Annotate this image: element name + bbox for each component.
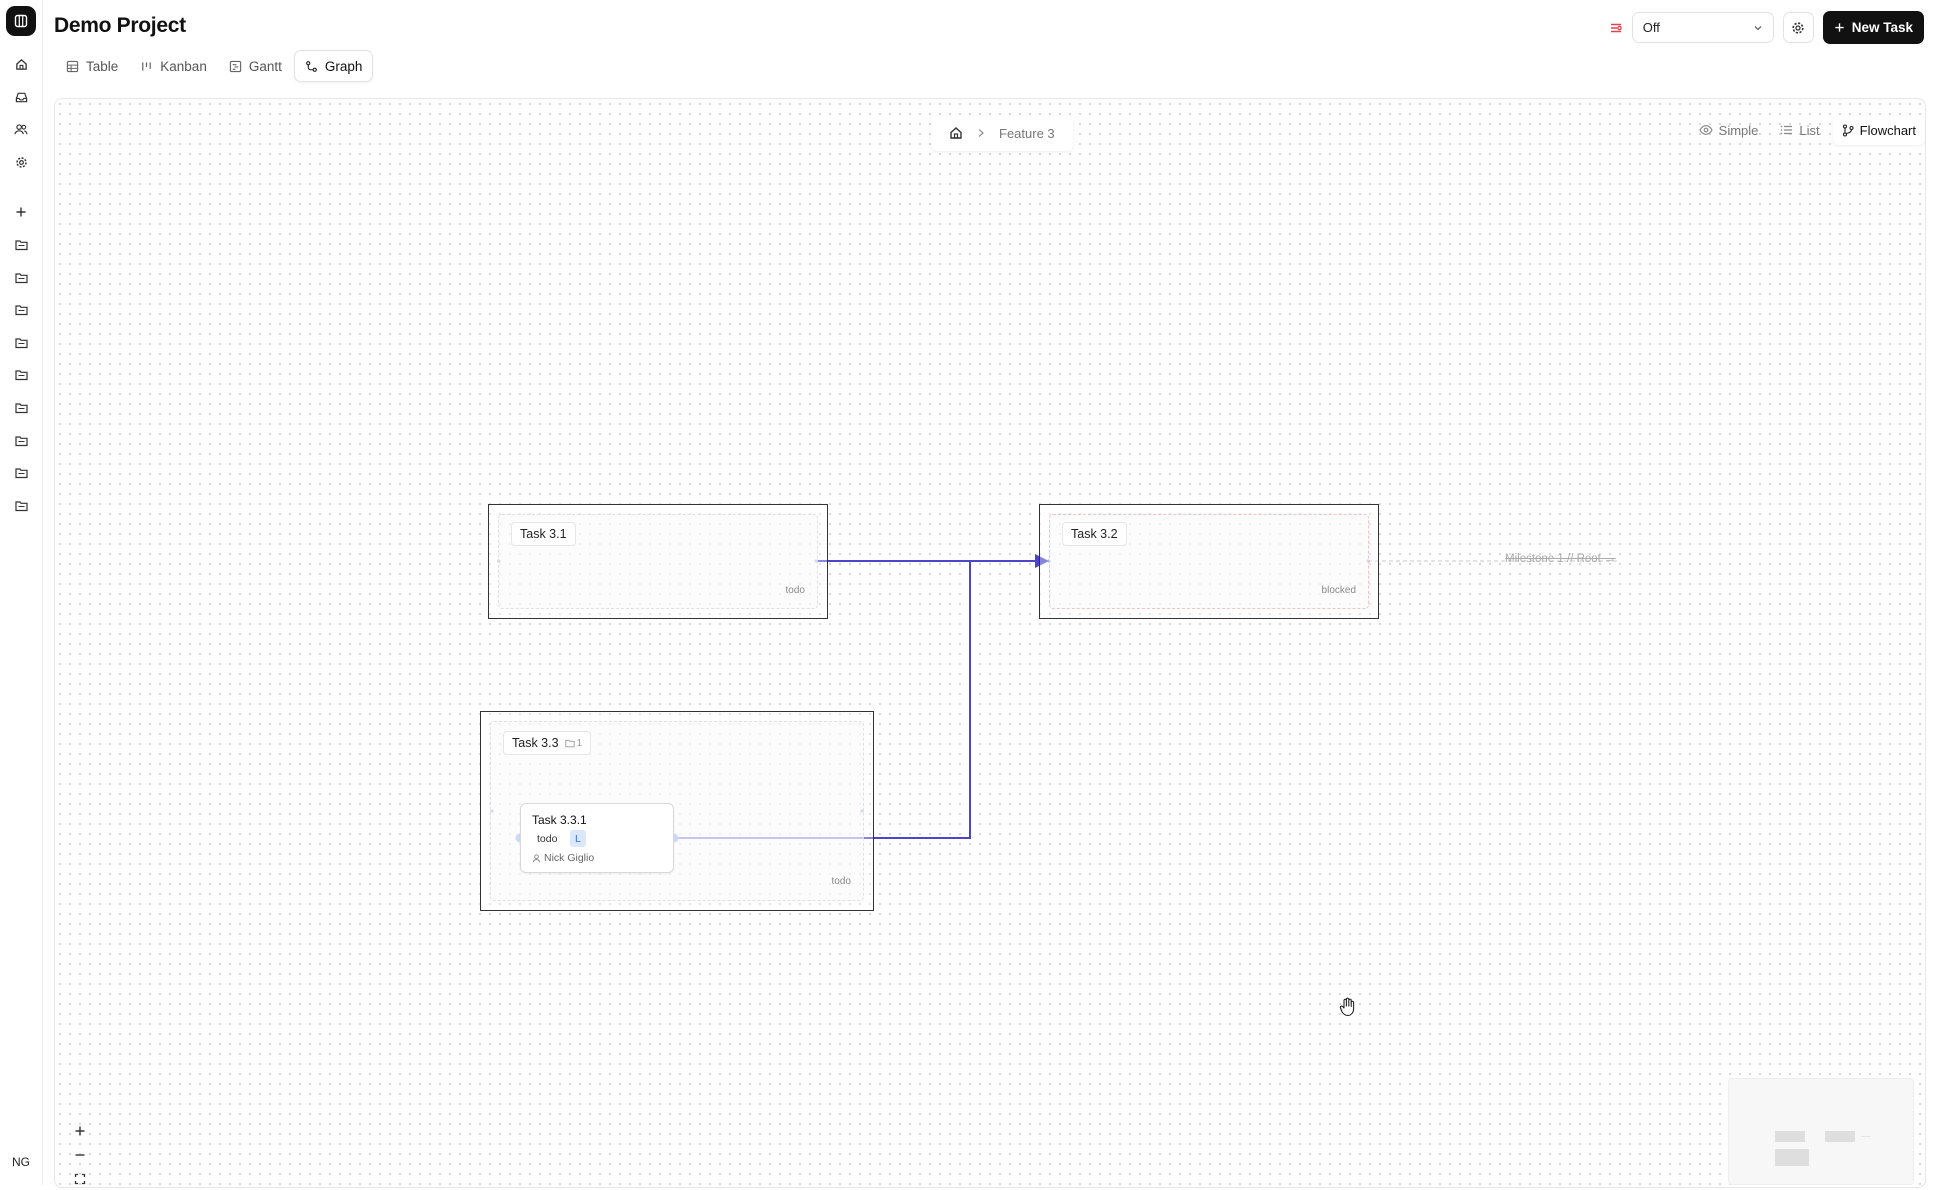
- task-group-title-text: Task 3.3: [512, 736, 559, 750]
- mode-label: Simple: [1718, 122, 1759, 138]
- project-folder-icon[interactable]: [13, 433, 29, 449]
- status-chip: todo: [537, 832, 558, 845]
- breadcrumb-current[interactable]: Feature 3: [999, 125, 1055, 141]
- task-card[interactable]: Task 3.3.1 todo L Nick Giglio: [520, 803, 674, 873]
- tab-label: Table: [86, 58, 119, 74]
- size-chip: L: [570, 830, 586, 847]
- task-group-title[interactable]: Task 3.3 1: [503, 731, 592, 755]
- home-icon[interactable]: [13, 56, 29, 72]
- status-badge: todo: [785, 585, 805, 596]
- page-title: Demo Project: [54, 14, 186, 37]
- tab-kanban[interactable]: Kanban: [130, 50, 217, 82]
- project-folder-icon[interactable]: [13, 367, 29, 383]
- task-group[interactable]: Task 3.1 todo: [488, 504, 828, 619]
- task-group-title-text: Task 3.2: [1071, 527, 1118, 541]
- plus-icon: [1835, 23, 1844, 32]
- app-logo-icon[interactable]: [6, 6, 36, 36]
- minus-icon: [75, 1154, 85, 1156]
- inbox-icon[interactable]: [13, 89, 29, 105]
- zoom-out-button[interactable]: [68, 1144, 92, 1166]
- mode-flowchart[interactable]: Flowchart: [1832, 115, 1925, 145]
- fullscreen-icon: [74, 1173, 86, 1185]
- graph-edges: [490, 554, 1618, 843]
- subtask-count: 1: [564, 738, 582, 749]
- settings-button[interactable]: [1782, 12, 1814, 43]
- plus-icon: [75, 1126, 85, 1136]
- hand-cursor-icon: [1339, 997, 1355, 1017]
- filter-toggle-icon: [1610, 23, 1622, 32]
- arrow-right-icon: →: [1604, 553, 1616, 565]
- new-task-label: New Task: [1851, 20, 1913, 35]
- minimap-node: [1775, 1149, 1809, 1166]
- tab-graph[interactable]: Graph: [293, 50, 374, 82]
- kanban-icon: [142, 61, 152, 71]
- table-icon: [66, 60, 79, 72]
- project-folder-icon[interactable]: [13, 498, 29, 514]
- project-folder-icon[interactable]: [13, 237, 29, 253]
- filter-select-value: Off: [1642, 20, 1660, 35]
- folder-icon: [564, 739, 575, 747]
- tab-label: Graph: [324, 58, 363, 74]
- task-group-title[interactable]: Task 3.1: [511, 522, 576, 546]
- user-avatar[interactable]: NG: [12, 1155, 30, 1169]
- tab-label: Kanban: [160, 58, 207, 74]
- fit-view-button[interactable]: [68, 1168, 92, 1190]
- task-group-title[interactable]: Task 3.2: [1062, 522, 1127, 546]
- minimap-node: [1775, 1131, 1805, 1142]
- gantt-icon: [229, 60, 241, 72]
- left-sidebar: NG: [0, 0, 43, 1185]
- graph-canvas[interactable]: Feature 3 Simple List Flowchart: [54, 98, 1926, 1188]
- project-folder-icon[interactable]: [13, 335, 29, 351]
- breadcrumb: Feature 3: [931, 115, 1073, 151]
- new-task-button[interactable]: New Task: [1822, 11, 1924, 44]
- project-folder-icon[interactable]: [13, 465, 29, 481]
- tab-label: Gantt: [248, 58, 282, 74]
- list-icon: [1781, 125, 1793, 135]
- milestone-link[interactable]: Milestone 1 // Root →: [1505, 553, 1616, 565]
- view-tabs: Table Kanban Gantt Graph: [56, 50, 374, 82]
- tab-table[interactable]: Table: [56, 50, 128, 82]
- home-icon[interactable]: [949, 126, 963, 140]
- settings-icon[interactable]: [13, 154, 29, 170]
- mode-label: Flowchart: [1859, 122, 1916, 138]
- user-icon: [532, 853, 541, 862]
- task-card-title: Task 3.3.1: [532, 813, 587, 827]
- header-actions: Off New Task: [1609, 11, 1924, 44]
- minimap[interactable]: [1728, 1078, 1914, 1185]
- eye-icon: [1698, 125, 1713, 135]
- view-mode-switcher: Simple List Flowchart: [1690, 115, 1925, 145]
- users-icon[interactable]: [13, 121, 29, 137]
- minimap-edge: [1861, 1136, 1871, 1137]
- task-group[interactable]: Task 3.2 blocked: [1039, 504, 1379, 619]
- mode-label: List: [1799, 122, 1820, 138]
- assignee: Nick Giglio: [532, 852, 594, 864]
- project-folder-icon[interactable]: [13, 302, 29, 318]
- chevron-down-icon: [1754, 25, 1762, 30]
- project-folder-icon[interactable]: [13, 400, 29, 416]
- assignee-name: Nick Giglio: [544, 852, 595, 864]
- task-group-title-text: Task 3.1: [520, 527, 567, 541]
- zoom-in-button[interactable]: [68, 1120, 92, 1142]
- mode-simple[interactable]: Simple: [1690, 115, 1768, 145]
- status-badge: blocked: [1321, 585, 1356, 596]
- project-folder-icon[interactable]: [13, 270, 29, 286]
- graph-icon: [305, 60, 317, 72]
- chevron-right-icon: [978, 129, 984, 137]
- status-badge: todo: [831, 876, 851, 887]
- filter-select[interactable]: Off: [1631, 12, 1774, 43]
- tab-gantt[interactable]: Gantt: [219, 50, 292, 82]
- gear-icon: [1792, 21, 1804, 34]
- flowchart-icon: [1842, 123, 1854, 137]
- minimap-node: [1825, 1131, 1855, 1142]
- zoom-controls: [68, 1120, 92, 1190]
- plus-icon[interactable]: [13, 204, 29, 220]
- mode-list[interactable]: List: [1771, 115, 1828, 145]
